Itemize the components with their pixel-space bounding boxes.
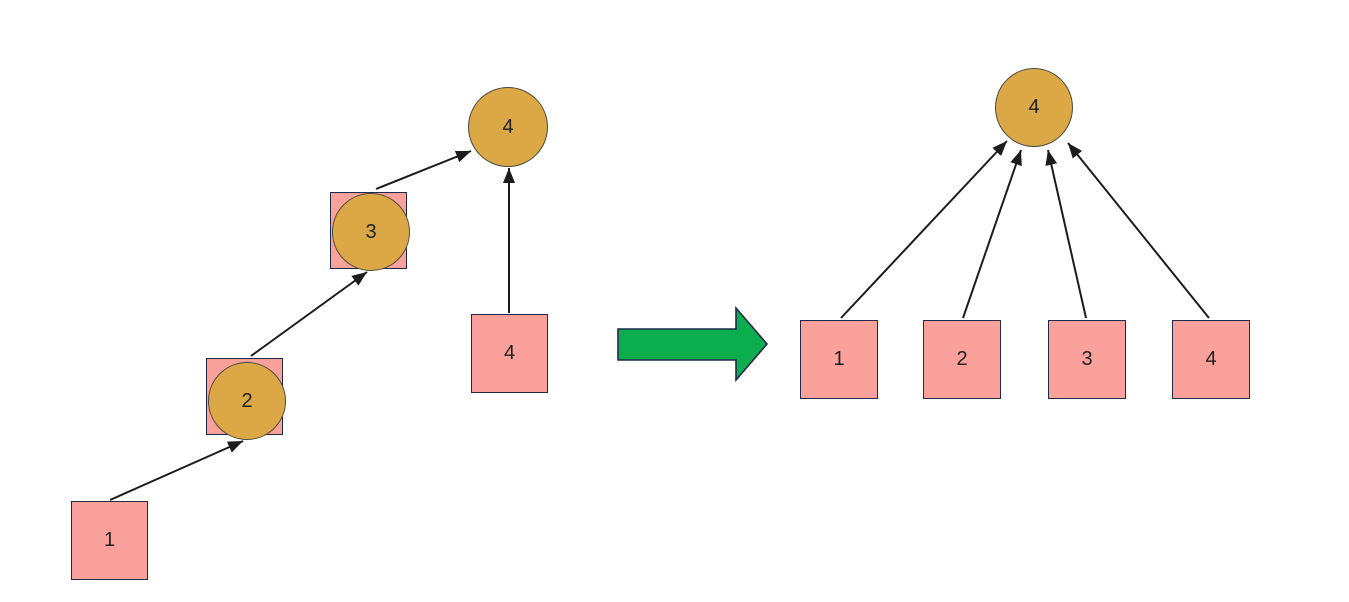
after-square-1: 1	[800, 320, 878, 399]
after-square-4: 4	[1172, 320, 1250, 399]
node-label: 2	[241, 389, 253, 412]
before-circle-2: 2	[208, 362, 286, 440]
edge-after-1-to-root	[840, 140, 1008, 319]
after-root-circle-4: 4	[995, 68, 1073, 147]
node-label: 4	[503, 342, 516, 364]
node-label: 2	[956, 348, 968, 370]
before-square-1: 1	[71, 501, 148, 580]
node-label: 4	[1205, 348, 1217, 370]
edge-after-2-to-root	[962, 149, 1022, 319]
node-label: 3	[365, 220, 377, 243]
node-label: 4	[1028, 96, 1040, 118]
transform-arrow-icon	[617, 305, 769, 383]
before-square-4: 4	[471, 314, 548, 393]
edge-after-3-to-root	[1045, 149, 1087, 319]
node-label: 1	[833, 348, 845, 370]
node-label: 1	[103, 529, 116, 551]
after-square-2: 2	[923, 320, 1001, 399]
node-label: 3	[1081, 348, 1093, 370]
before-circle-3: 3	[332, 193, 410, 271]
edge-before-1-to-2	[109, 440, 244, 501]
edge-before-3-to-4	[375, 150, 472, 190]
before-circle-4: 4	[468, 87, 548, 167]
node-label: 4	[502, 115, 514, 138]
after-square-3: 3	[1048, 320, 1126, 399]
edge-after-4-to-root	[1067, 142, 1210, 319]
edge-before-2-to-3	[250, 271, 368, 357]
